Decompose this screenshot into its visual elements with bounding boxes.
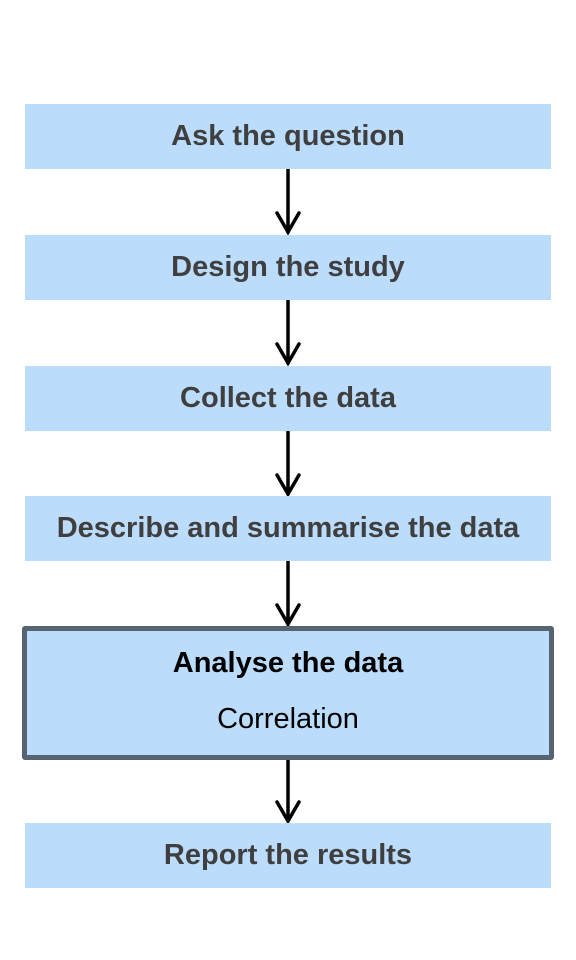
step-label: Design the study <box>171 251 405 283</box>
active-step-title: Analyse the data <box>172 647 404 679</box>
step-label: Report the results <box>163 839 413 871</box>
step-label: Describe and summarise the data <box>56 512 520 544</box>
arrowhead-4 <box>275 603 301 628</box>
step-label: Collect the data <box>180 382 396 414</box>
step-report-results: Report the results <box>25 823 551 888</box>
arrowhead-2 <box>275 342 301 367</box>
arrowhead-1 <box>275 211 301 236</box>
step-describe-summarise: Describe and summarise the data <box>25 496 551 561</box>
step-label: Ask the question <box>171 120 405 152</box>
active-step-subtitle: Correlation <box>217 703 359 735</box>
step-analyse-data-highlighted: Analyse the data Correlation <box>22 626 554 760</box>
step-collect-data: Collect the data <box>25 366 551 431</box>
arrowhead-5 <box>275 800 301 825</box>
step-design-study: Design the study <box>25 235 551 300</box>
arrowhead-3 <box>275 473 301 498</box>
step-ask-question: Ask the question <box>25 104 551 169</box>
